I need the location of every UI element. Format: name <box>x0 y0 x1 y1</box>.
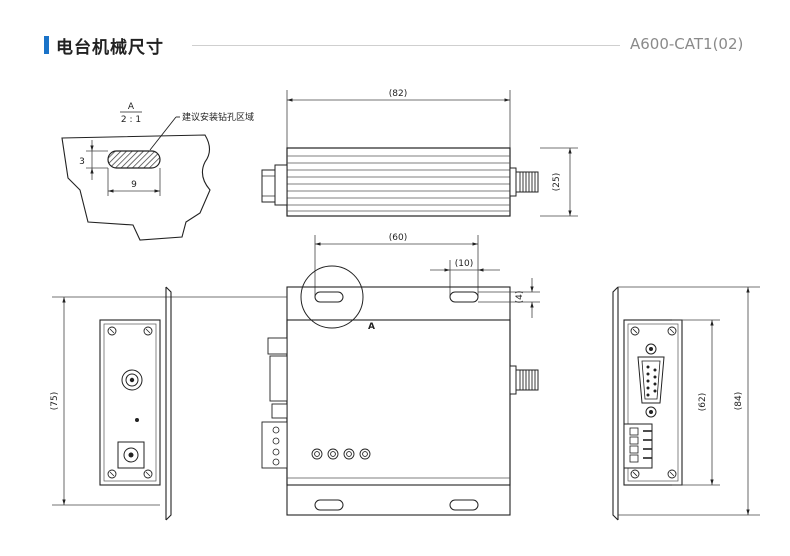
dim-top-height: (25) <box>552 173 562 191</box>
dim-top-width: (82) <box>389 89 407 99</box>
detail-view-a <box>61 111 211 241</box>
drill-area-note: 建议安装钻孔区域 <box>182 111 254 123</box>
note-leader <box>149 116 177 151</box>
dim-slot-length: (10) <box>455 259 473 269</box>
detail-dim-height: 3 <box>79 157 85 167</box>
front-view <box>261 235 540 516</box>
dim-right-total-height: (84) <box>734 392 744 410</box>
detail-label-a: A <box>128 102 135 112</box>
page-title: 电台机械尺寸 <box>56 38 164 58</box>
left-side-view <box>52 286 287 521</box>
section-header: 电台机械尺寸 A600-CAT1(02) <box>0 0 790 80</box>
right-side-view <box>612 286 760 521</box>
detail-callout-a: A <box>368 322 375 332</box>
detail-dim-width: 9 <box>131 180 137 190</box>
top-view <box>261 90 578 217</box>
dim-hole-spacing: (60) <box>389 233 407 243</box>
drill-slot-hatch <box>107 150 161 169</box>
header-divider <box>192 45 620 46</box>
dim-slot-height: (4) <box>515 291 525 304</box>
detail-scale: 2 : 1 <box>121 115 141 125</box>
accent-bar <box>44 36 49 54</box>
dim-right-hole-spacing: (62) <box>698 393 708 411</box>
model-label: A600-CAT1(02) <box>630 35 744 53</box>
dim-side-height: (75) <box>50 392 60 410</box>
